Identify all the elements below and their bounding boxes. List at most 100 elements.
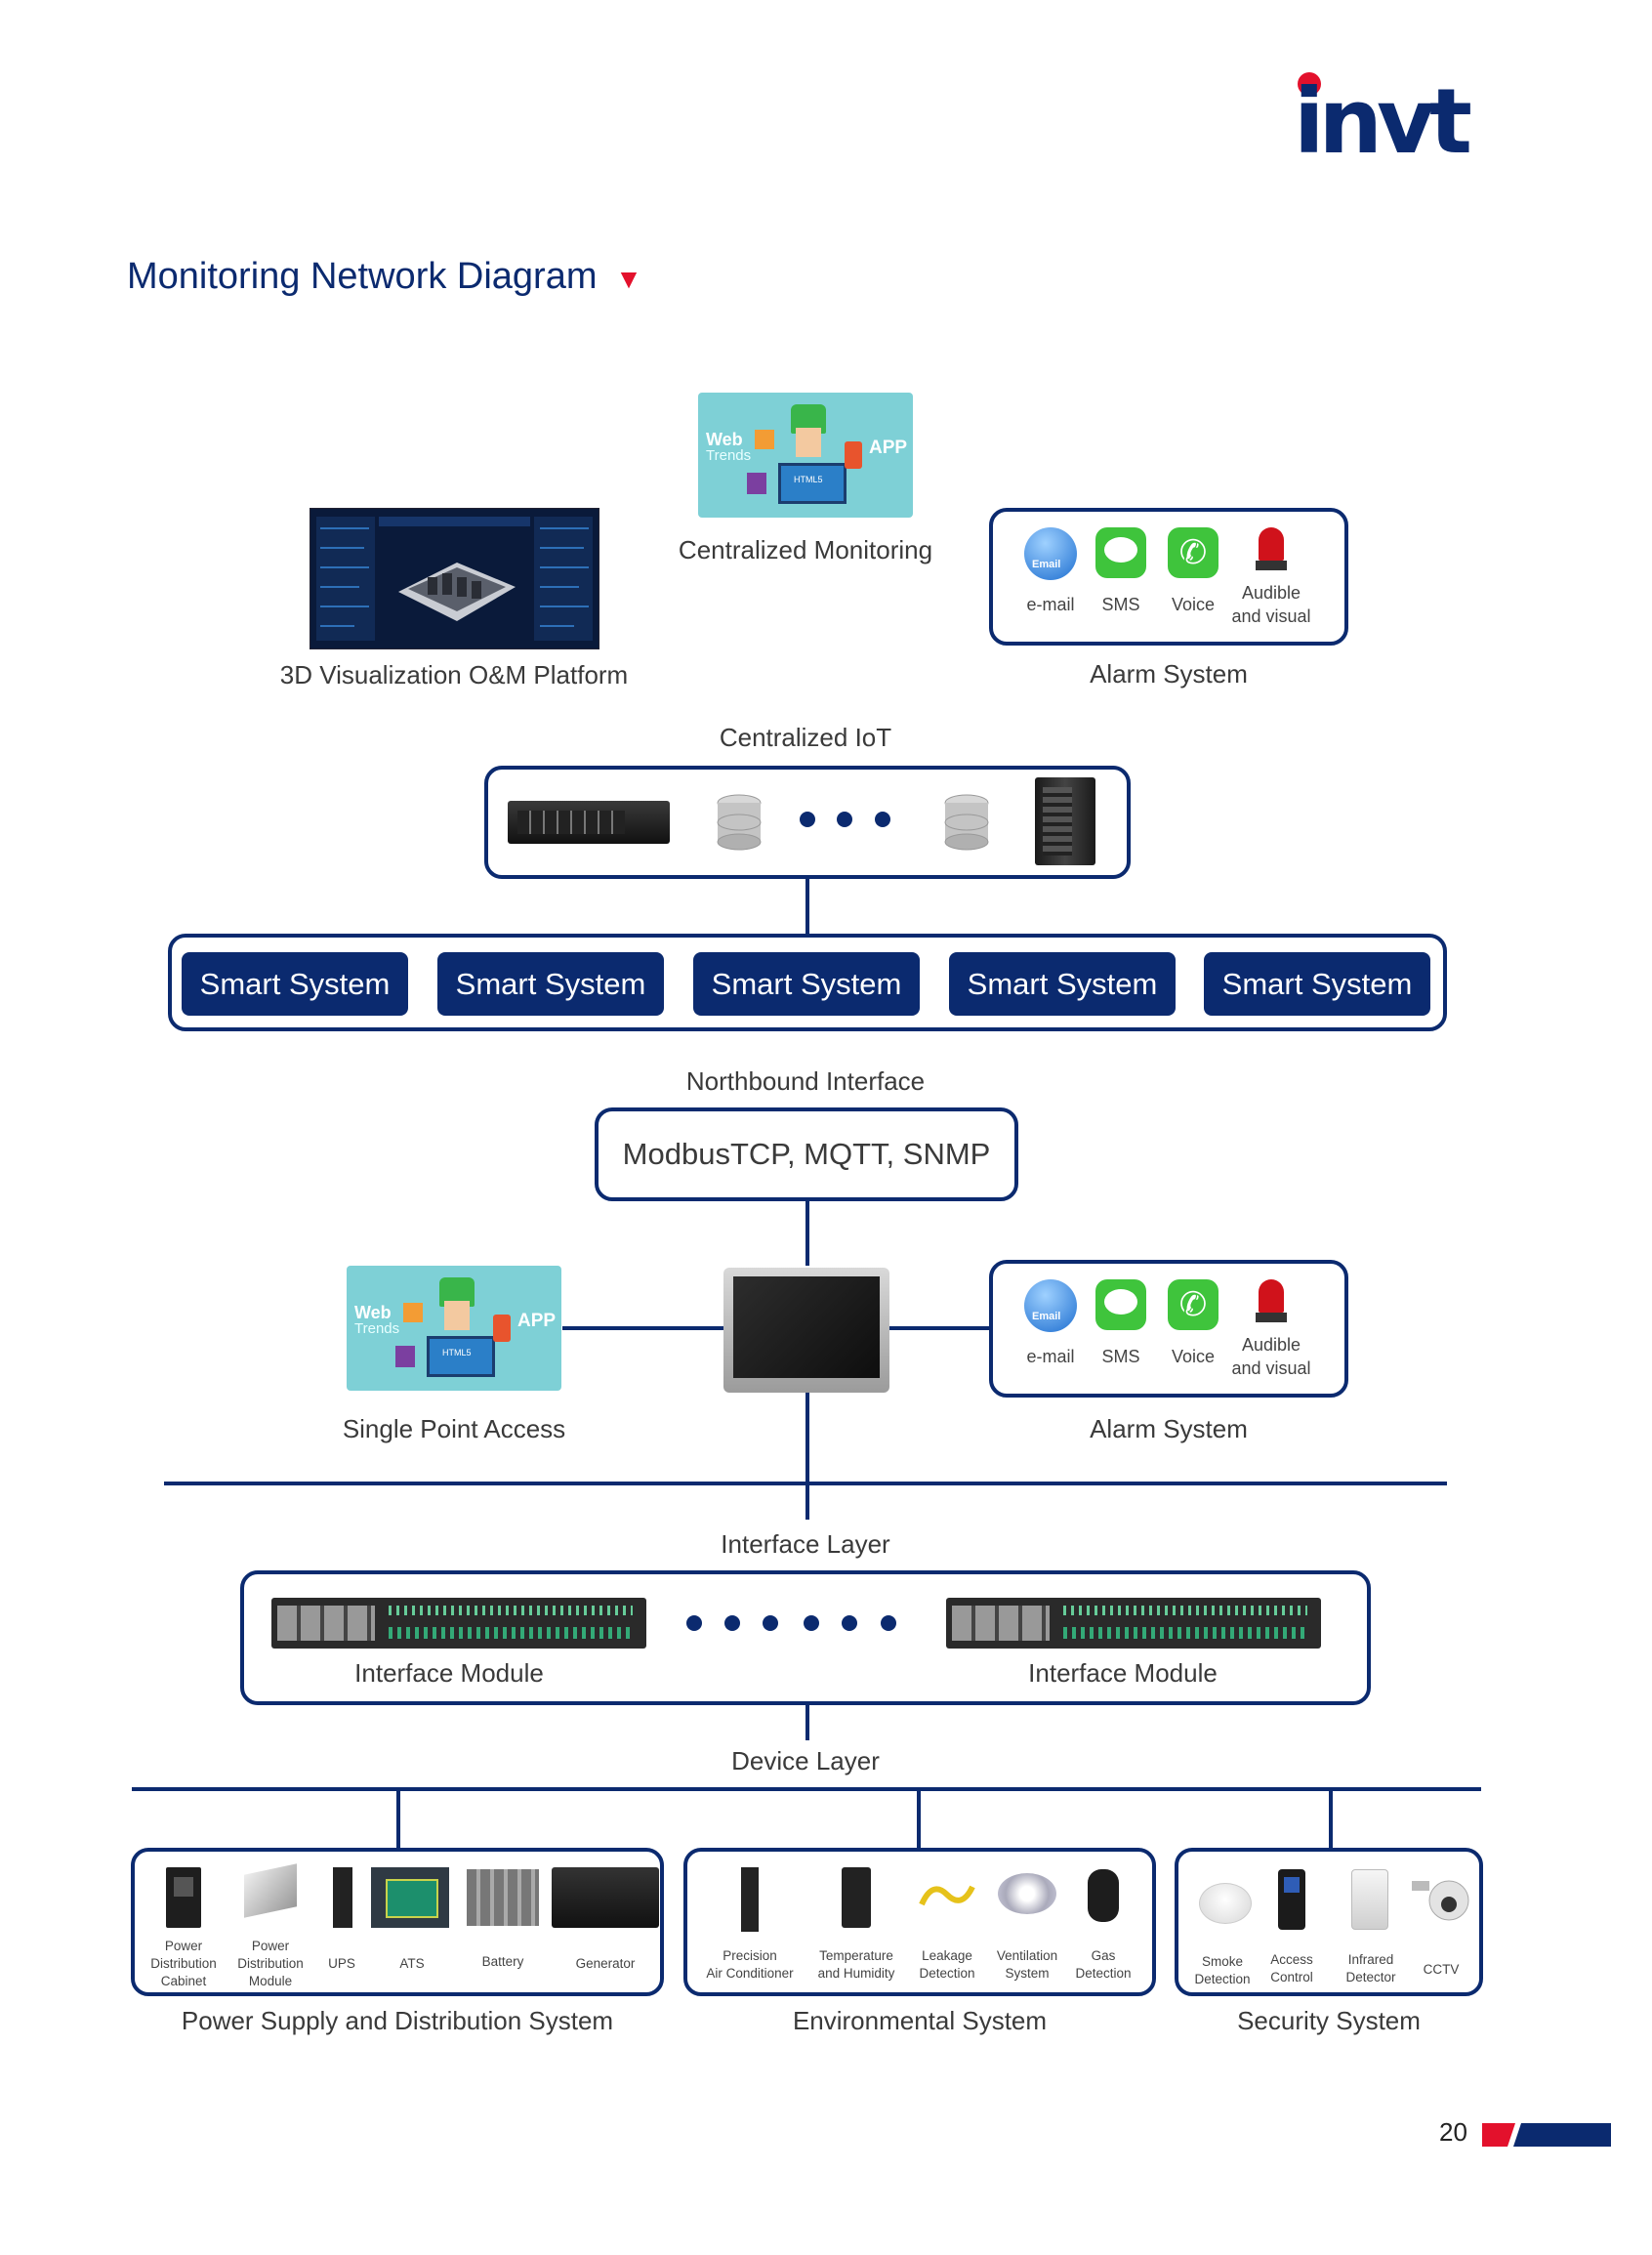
interface-layer-divider (164, 1482, 1447, 1485)
connector-line (396, 1787, 400, 1848)
laptop-icon (395, 1346, 415, 1367)
connector-line (805, 1201, 809, 1266)
alarm-email-label: e-mail (1026, 1347, 1075, 1366)
logo-text: invt (1294, 69, 1470, 166)
protocols-text: ModbusTCP, MQTT, SNMP (622, 1137, 991, 1171)
trends-label: Trends (706, 447, 752, 464)
phone-icon (493, 1315, 511, 1342)
ups-icon (333, 1867, 352, 1928)
voice-icon: ✆ (1168, 527, 1218, 578)
email-icon: Email (1024, 1279, 1077, 1332)
smoke-detector-icon (1199, 1883, 1252, 1924)
single-point-access-label: Single Point Access (342, 1414, 566, 1443)
alarm-sms-label: SMS (1101, 595, 1140, 614)
interface-module-icon (946, 1598, 1321, 1649)
visualization-label: 3D Visualization O&M Platform (279, 660, 629, 689)
trends-label: Trends (354, 1320, 400, 1337)
centralized-iot-label: Centralized IoT (719, 723, 892, 752)
connector-line (562, 1326, 723, 1330)
alarm-light-icon (1256, 527, 1287, 572)
alarm-light-icon (1256, 1279, 1287, 1324)
alarm-system-caption-middle: Alarm System (1090, 1414, 1248, 1443)
alarm-audible-label: Audible (1241, 1335, 1301, 1355)
ellipsis-dot (800, 812, 815, 827)
access-control-icon (1278, 1869, 1305, 1930)
ellipsis-dot (686, 1615, 702, 1631)
ats-icon (371, 1867, 449, 1928)
app-label: APP (517, 1311, 557, 1331)
security-system-caption: Security System (1237, 2006, 1421, 2035)
device-layer-label: Device Layer (731, 1746, 880, 1775)
laptop-icon (747, 473, 766, 494)
air-conditioner-icon (741, 1867, 759, 1932)
smart-system-button[interactable]: Smart System (693, 952, 920, 1016)
database-icon (715, 793, 764, 852)
email-icon: Email (1024, 527, 1077, 580)
alarm-visual-label: and visual (1231, 606, 1311, 626)
alarm-audible-label: Audible (1241, 583, 1301, 603)
ellipsis-dot (724, 1615, 740, 1631)
brand-logo: invt (1294, 59, 1489, 174)
email-icon-text: Email (1032, 1311, 1061, 1322)
visualization-screen-image (310, 508, 599, 649)
tower-server-icon (1035, 777, 1095, 865)
centralized-monitoring-image: Web Trends APP HTML5 (698, 393, 913, 518)
html5-label: HTML5 (794, 475, 823, 484)
sms-icon (1095, 527, 1146, 578)
interface-module-label: Interface Module (354, 1658, 544, 1688)
smart-system-button[interactable]: Smart System (1204, 952, 1430, 1016)
email-icon-text: Email (1032, 559, 1061, 570)
sms-icon (1095, 1279, 1146, 1330)
cctv-icon (1412, 1871, 1474, 1924)
connector-line (889, 1326, 989, 1330)
tablet-icon (755, 430, 774, 449)
device-label: Battery (481, 1954, 524, 1969)
alarm-voice-label: Voice (1171, 595, 1216, 614)
touch-panel-icon (723, 1268, 889, 1393)
device-label: ATS (399, 1956, 425, 1971)
ellipsis-dot (804, 1615, 819, 1631)
connector-line (805, 1705, 809, 1740)
alarm-sms-label: SMS (1101, 1347, 1140, 1366)
app-label: APP (869, 438, 908, 458)
web-label: Web (354, 1303, 392, 1322)
temperature-humidity-icon (842, 1867, 871, 1928)
interface-module-label: Interface Module (1028, 1658, 1218, 1688)
ellipsis-dot (763, 1615, 778, 1631)
environmental-system-caption: Environmental System (792, 2006, 1048, 2035)
leakage-detection-icon (918, 1875, 976, 1914)
device-layer-divider (132, 1787, 1481, 1791)
alarm-system-caption-top: Alarm System (1090, 659, 1248, 689)
smart-system-button[interactable]: Smart System (949, 952, 1176, 1016)
device-label: CCTV (1423, 1962, 1460, 1977)
connector-line (805, 879, 809, 934)
smart-system-button[interactable]: Smart System (182, 952, 408, 1016)
alarm-email-label: e-mail (1026, 595, 1075, 614)
alarm-visual-label: and visual (1231, 1358, 1311, 1378)
interface-module-icon (271, 1598, 646, 1649)
person-face-icon (796, 428, 821, 457)
power-system-caption: Power Supply and Distribution System (181, 2006, 614, 2035)
web-label: Web (706, 430, 743, 449)
monitor-icon (778, 463, 847, 504)
phone-icon (845, 441, 862, 469)
connector-line (917, 1787, 921, 1848)
ellipsis-dot (842, 1615, 857, 1631)
environmental-system-box (683, 1848, 1156, 1996)
device-label: UPS (328, 1956, 355, 1971)
single-point-access-image: Web Trends APP HTML5 (347, 1266, 561, 1391)
rack-server-icon (508, 801, 670, 844)
smart-system-button[interactable]: Smart System (437, 952, 664, 1016)
ellipsis-dot (875, 812, 890, 827)
interface-layer-label: Interface Layer (721, 1529, 890, 1559)
